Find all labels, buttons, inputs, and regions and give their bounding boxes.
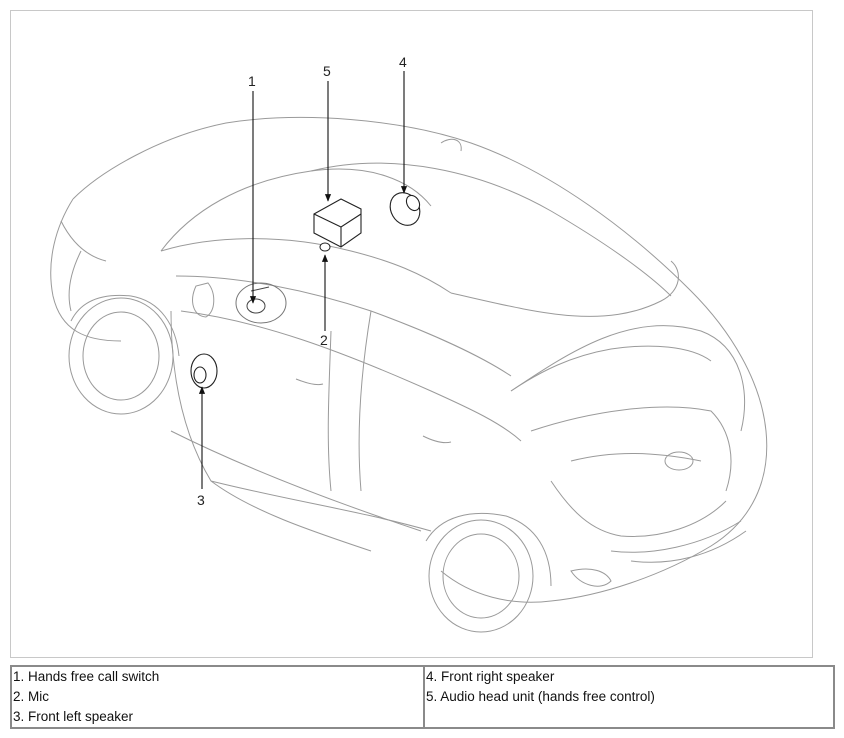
- legend-table: 1. Hands free call switch 2. Mic 3. Fron…: [10, 665, 835, 729]
- callout-4: 4: [399, 54, 407, 70]
- mic: [319, 242, 331, 252]
- legend-item-audio-head-unit: 5. Audio head unit (hands free control): [426, 689, 655, 704]
- car-diagram: 1 2 3 4 5: [50, 54, 768, 633]
- legend-item-front-left-speaker: 3. Front left speaker: [13, 709, 134, 724]
- callout-1: 1: [248, 73, 256, 89]
- legend-item-front-right-speaker: 4. Front right speaker: [426, 669, 555, 684]
- callout-5: 5: [323, 63, 331, 79]
- front-left-speaker: [190, 353, 218, 389]
- legend-item-mic: 2. Mic: [13, 689, 50, 704]
- callout-3: 3: [197, 492, 205, 508]
- legend-item-hands-free-call-switch: 1. Hands free call switch: [13, 669, 160, 684]
- front-right-speaker: [389, 192, 421, 226]
- car-outline: [50, 116, 768, 633]
- legend-column-right: 4. Front right speaker 5. Audio head uni…: [423, 665, 835, 729]
- legend-column-left: 1. Hands free call switch 2. Mic 3. Fron…: [10, 665, 425, 729]
- leader-lines: [198, 71, 408, 489]
- audio-head-unit: [313, 198, 362, 248]
- hands-free-call-switch: [235, 282, 287, 324]
- diagram-frame: 1 2 3 4 5: [10, 10, 813, 658]
- callout-2: 2: [320, 332, 328, 348]
